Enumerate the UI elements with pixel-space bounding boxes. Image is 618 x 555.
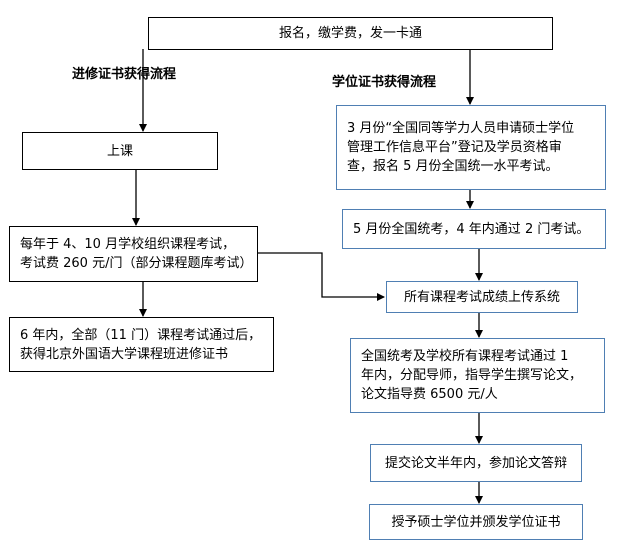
right-step-degree: 授予硕士学位并颁发学位证书 bbox=[369, 504, 583, 540]
left-step-class: 上课 bbox=[22, 132, 218, 170]
right-step-national-exam: 5 月份全国统考，4 年内通过 2 门考试。 bbox=[342, 209, 606, 249]
left-step-exam-label: 每年于 4、10 月学校组织课程考试， 考试费 260 元/门（部分课程题库考试… bbox=[20, 237, 253, 271]
left-step-certificate-label: 6 年内，全部（11 门）课程考试通过后， 获得北京外国语大学课程班进修证书 bbox=[20, 327, 262, 362]
right-step-register-label: 3 月份“全国同等学力人员申请硕士学位 管理工作信息平台”登记及学员资格审 查，… bbox=[347, 121, 575, 174]
right-step-defense: 提交论文半年内，参加论文答辩 bbox=[370, 444, 582, 482]
right-step-national-exam-label: 5 月份全国统考，4 年内通过 2 门考试。 bbox=[353, 221, 590, 237]
left-flow-heading: 进修证书获得流程 bbox=[72, 67, 177, 82]
right-step-upload-label: 所有课程考试成绩上传系统 bbox=[403, 289, 560, 305]
left-step-class-label: 上课 bbox=[106, 143, 133, 159]
left-step-certificate: 6 年内，全部（11 门）课程考试通过后， 获得北京外国语大学课程班进修证书 bbox=[9, 317, 274, 372]
right-step-advisor-label: 全国统考及学校所有课程考试通过 1 年内，分配导师，指导学生撰写论文， 论文指导… bbox=[361, 349, 583, 402]
right-flow-heading: 学位证书获得流程 bbox=[332, 75, 437, 90]
left-step-exam: 每年于 4、10 月学校组织课程考试， 考试费 260 元/门（部分课程题库考试… bbox=[9, 226, 258, 282]
right-step-defense-label: 提交论文半年内，参加论文答辩 bbox=[384, 455, 567, 471]
right-step-degree-label: 授予硕士学位并颁发学位证书 bbox=[391, 514, 561, 530]
top-step-box: 报名，缴学费，发一卡通 bbox=[148, 17, 553, 50]
right-step-advisor: 全国统考及学校所有课程考试通过 1 年内，分配导师，指导学生撰写论文， 论文指导… bbox=[350, 338, 605, 413]
right-step-upload: 所有课程考试成绩上传系统 bbox=[386, 281, 578, 313]
connector-exam-to-upload bbox=[258, 252, 385, 301]
top-step-label: 报名，缴学费，发一卡通 bbox=[278, 26, 422, 41]
right-step-register: 3 月份“全国同等学力人员申请硕士学位 管理工作信息平台”登记及学员资格审 查，… bbox=[336, 105, 606, 190]
